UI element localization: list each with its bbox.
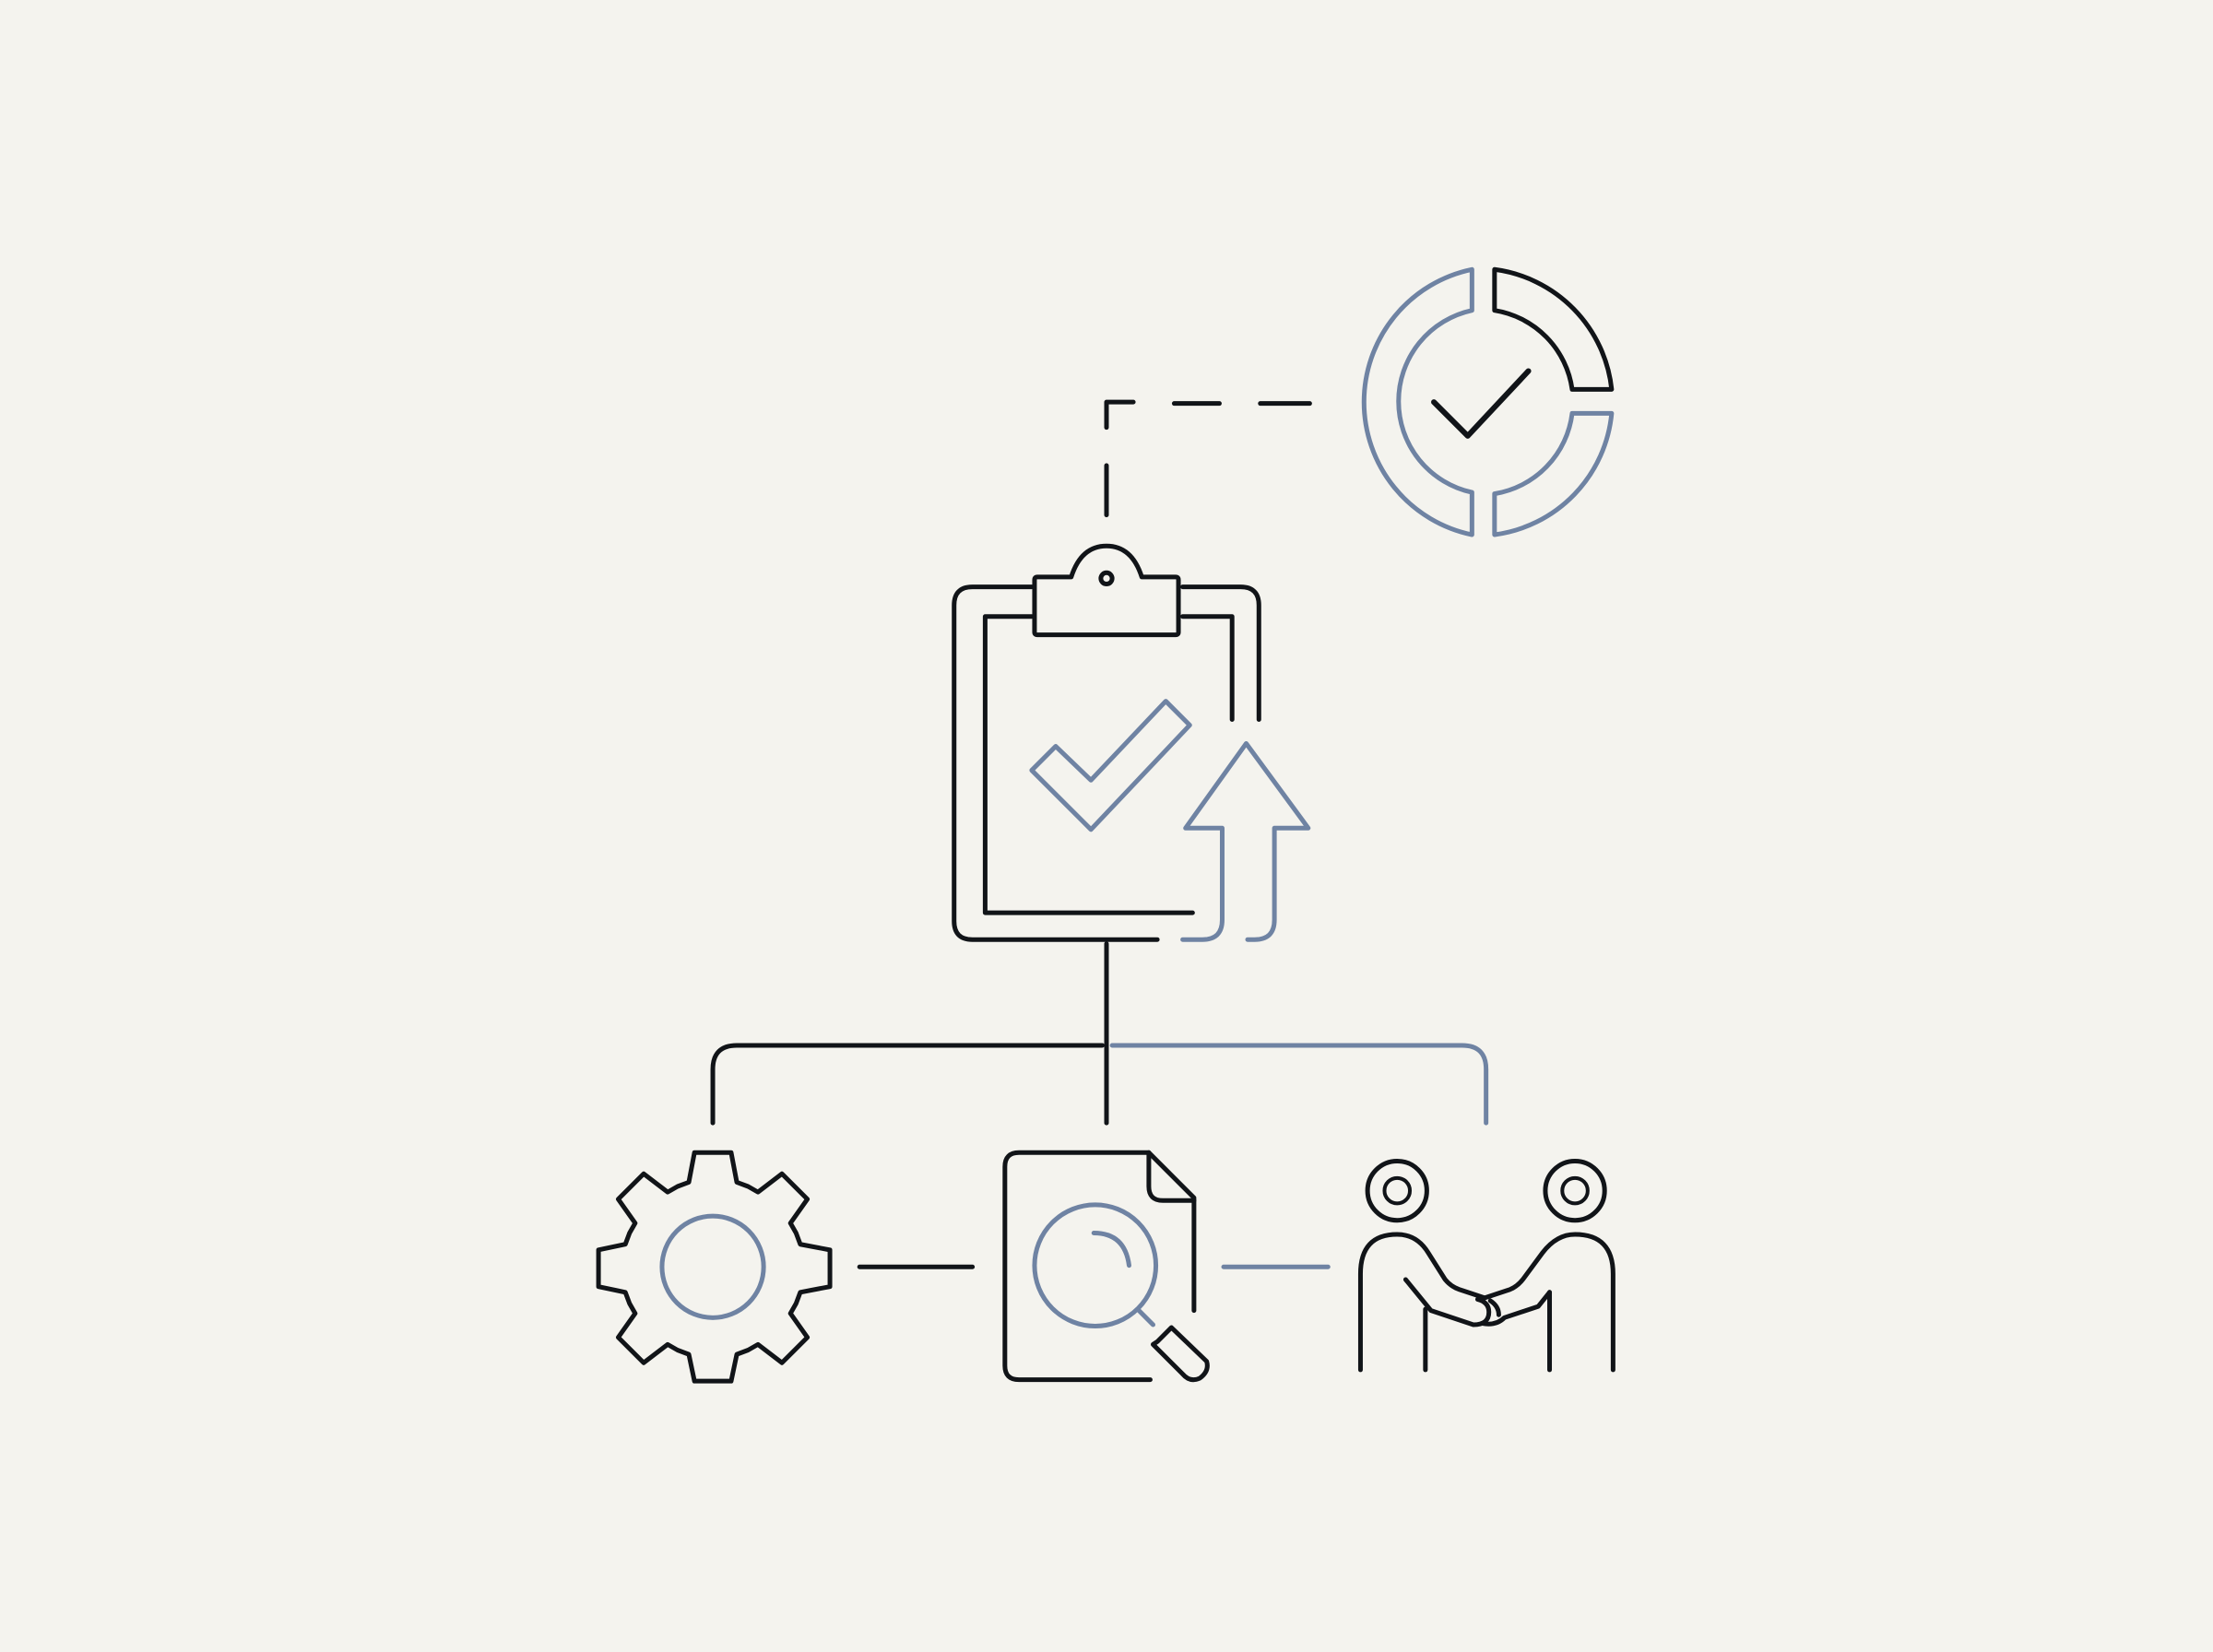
arrow-up-icon bbox=[1183, 743, 1308, 939]
check-circle-icon bbox=[1364, 269, 1612, 535]
document-search-icon bbox=[1005, 1152, 1208, 1379]
handshake-people-icon bbox=[1360, 1161, 1613, 1369]
connector-tree bbox=[713, 944, 1486, 1123]
connector-clipboard-to-badge bbox=[1106, 402, 1309, 514]
clipboard-check-icon bbox=[954, 546, 1260, 939]
gear-icon bbox=[598, 1152, 830, 1381]
